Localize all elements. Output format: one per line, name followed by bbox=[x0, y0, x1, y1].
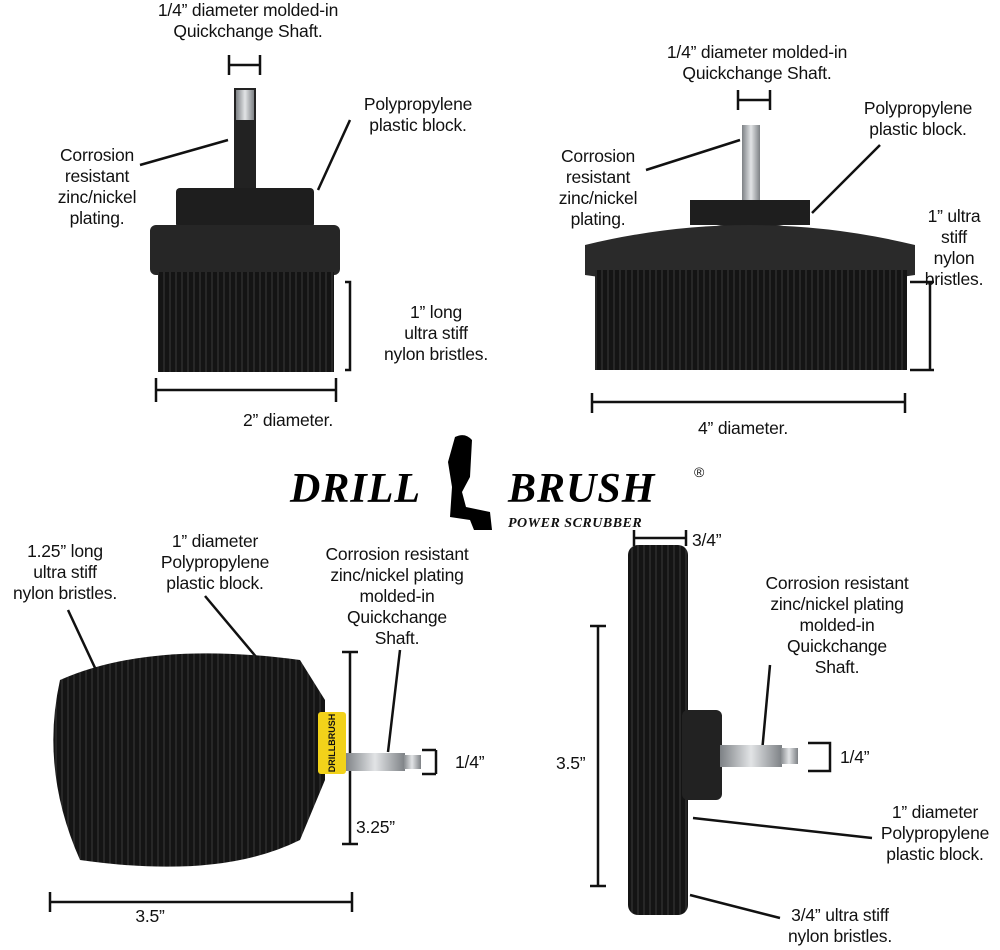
block-label: Polypropylene plastic block. bbox=[363, 94, 473, 135]
logo-subtitle: POWER SCRUBBER bbox=[508, 516, 643, 531]
diameter-label: 4” diameter. bbox=[697, 418, 789, 438]
shaft-dimension: 1/4” bbox=[455, 752, 485, 772]
plating-label: Corrosion resistant zinc/nickel plating. bbox=[558, 146, 638, 229]
bristle-label: 1” ultra stiff nylon bristles. bbox=[924, 206, 984, 289]
drillbrush-logo: DRILL BRUSH ® POWER SCRUBBER bbox=[290, 432, 710, 536]
brand-tag: DRILLBRUSH bbox=[318, 712, 346, 774]
block-label: 1” diameter Polypropylene plastic block. bbox=[880, 802, 990, 864]
bristle-label: 1.25” long ultra stiff nylon bristles. bbox=[13, 541, 117, 603]
bristle-label: 1” long ultra stiff nylon bristles. bbox=[384, 302, 488, 364]
shaft-dimension: 1/4” bbox=[840, 747, 870, 767]
height-dimension: 3.25” bbox=[356, 817, 395, 837]
logo-word-brush: BRUSH bbox=[508, 466, 656, 512]
block-label: Polypropylene plastic block. bbox=[863, 98, 973, 139]
block-label: 1” diameter Polypropylene plastic block. bbox=[160, 531, 270, 593]
shaft-label: Corrosion resistant zinc/nickel plating … bbox=[325, 544, 469, 648]
diameter-dimension: 3.5” bbox=[556, 753, 586, 773]
brand-tag-text: DRILLBRUSH bbox=[327, 713, 337, 773]
shaft-label: 1/4” diameter molded-in Quickchange Shaf… bbox=[157, 0, 339, 41]
plating-label: Corrosion resistant zinc/nickel plating. bbox=[57, 145, 137, 228]
logo-word-drill: DRILL bbox=[290, 466, 421, 512]
bristle-label: 3/4” ultra stiff nylon bristles. bbox=[788, 905, 892, 946]
drill-icon bbox=[448, 435, 492, 530]
length-dimension: 3.5” bbox=[135, 906, 165, 926]
shaft-label: Corrosion resistant zinc/nickel plating … bbox=[765, 573, 909, 677]
registered-mark: ® bbox=[694, 464, 705, 480]
dimension-lines bbox=[48, 55, 934, 920]
diameter-label: 2” diameter. bbox=[242, 410, 334, 430]
shaft-label: 1/4” diameter molded-in Quickchange Shaf… bbox=[666, 42, 848, 83]
width-dimension: 3/4” bbox=[692, 530, 722, 550]
brush-wheel bbox=[628, 545, 798, 915]
brush-2in bbox=[150, 88, 340, 372]
brush-cylinder bbox=[53, 653, 421, 867]
brush-4in bbox=[585, 125, 915, 370]
